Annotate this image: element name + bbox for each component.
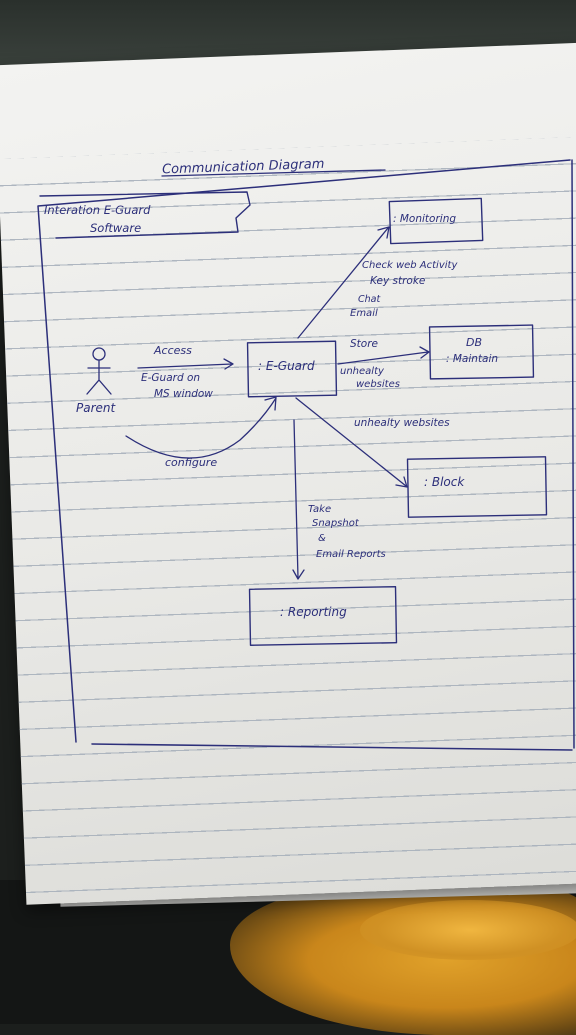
db-object-line2: : Maintain <box>446 353 498 365</box>
block-label: unhealty websites <box>354 417 450 429</box>
monitor-arrow <box>297 226 390 339</box>
configure-label: configure <box>165 456 217 469</box>
report-label-line2: Snapshot <box>312 518 360 529</box>
reporting-object-box <box>248 586 398 646</box>
report-label-line3: & <box>318 533 326 544</box>
monitor-label-line4: Email <box>350 308 378 319</box>
monitoring-object-box <box>388 197 484 245</box>
db-object-line1: DB <box>466 336 482 349</box>
report-label-line1: Take <box>308 504 331 515</box>
actor-icon <box>86 347 112 395</box>
db-object-box <box>428 324 535 380</box>
configure-arrow <box>125 396 277 459</box>
store-label-line2: unhealty <box>340 366 385 377</box>
reporting-object-label: : Reporting <box>280 605 347 619</box>
access-arrow <box>137 358 234 370</box>
store-label-line3: websites <box>356 379 400 390</box>
eguard-object-box <box>246 340 338 398</box>
monitor-label-line2: Key stroke <box>370 275 425 287</box>
title-underline <box>161 169 386 177</box>
frame-boundary <box>37 159 575 751</box>
access-label-line3: MS window <box>154 388 213 400</box>
actor-label: Parent <box>76 401 117 415</box>
block-object-box <box>406 456 548 518</box>
frame-label-line1: Interation E-Guard <box>44 203 151 217</box>
store-label-line1: Store <box>350 338 378 350</box>
frame-label-box <box>39 191 251 239</box>
monitoring-object-label: : Monitoring <box>393 213 456 225</box>
block-arrow <box>295 397 408 488</box>
report-arrow <box>292 419 305 580</box>
eguard-object-label: : E-Guard <box>258 359 315 373</box>
yellow-cloth-highlight <box>360 900 576 960</box>
store-arrow <box>337 346 430 365</box>
block-object-label: : Block <box>424 475 465 489</box>
access-label-line1: Access <box>153 344 192 357</box>
frame-label-line2: Software <box>90 221 141 235</box>
monitor-label-line1: Check web Activity <box>362 260 458 271</box>
access-label-line2: E-Guard on <box>141 372 200 384</box>
monitor-label-line3: Chat <box>358 294 381 305</box>
report-label-line4: Email Reports <box>316 549 386 560</box>
